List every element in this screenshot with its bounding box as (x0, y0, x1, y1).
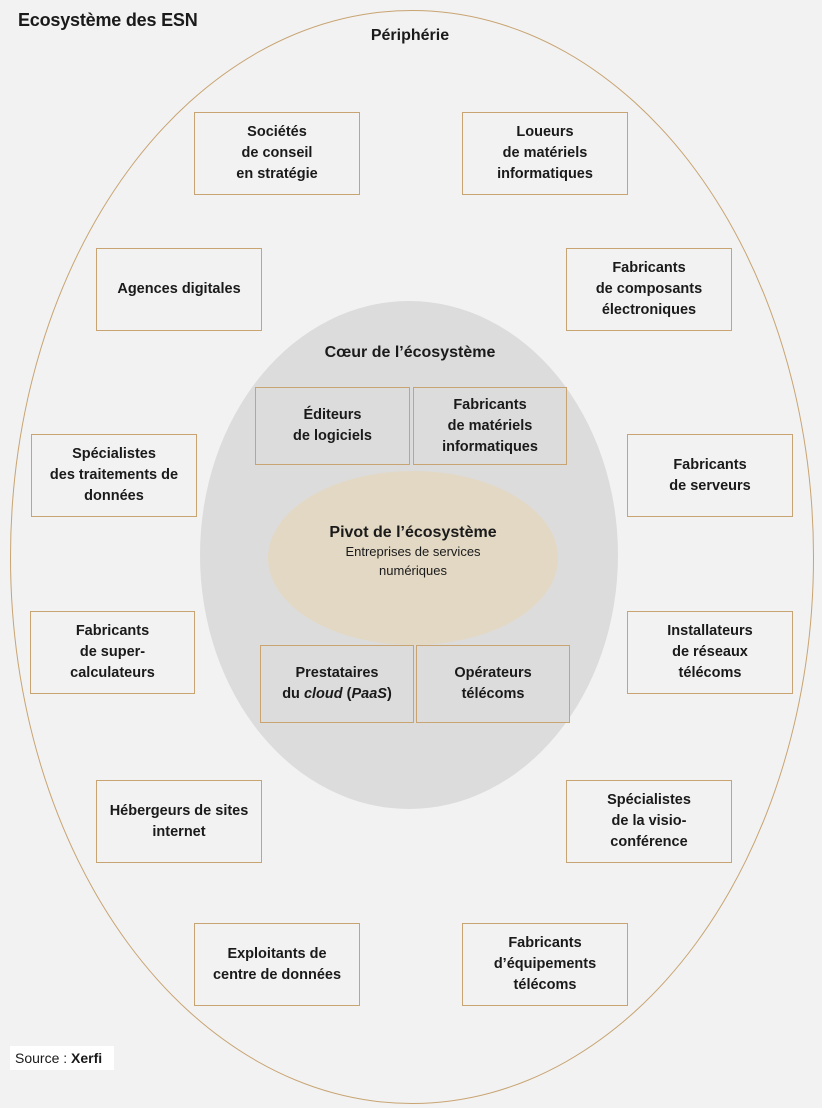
diagram-title: Ecosystème des ESN (18, 10, 198, 30)
periphery-box-loueurs: Loueurs de matériels informatiques (462, 112, 628, 195)
pivot-text: Pivot de l’écosystème Entreprises de ser… (268, 524, 558, 580)
core-box-materiels: Fabricants de matériels informatiques (413, 387, 567, 465)
periphery-ellipse (10, 10, 814, 1104)
prestataires-cloud: cloud (303, 686, 343, 702)
pivot-title: Pivot de l’écosystème (329, 524, 497, 541)
prestataires-suffix: ) (386, 686, 392, 702)
periphery-box-installateurs: Installateurs de réseaux télécoms (627, 611, 793, 694)
periphery-box-visio: Spécialistes de la visio- conférence (566, 780, 732, 863)
periphery-box-exploitants: Exploitants de centre de données (194, 923, 360, 1006)
core-box-operateurs: Opérateurs télécoms (416, 645, 570, 723)
source-prefix: Source : (15, 1050, 72, 1066)
prestataires-prefix: Prestataires du (282, 665, 379, 702)
periphery-box-equipements: Fabricants d’équipements télécoms (462, 923, 628, 1006)
prestataires-text: Prestataires du cloud (PaaS) (282, 663, 392, 705)
core-label: Cœur de l’écosystème (324, 344, 496, 361)
periphery-box-serveurs: Fabricants de serveurs (627, 434, 793, 517)
prestataires-paas: PaaS (351, 686, 387, 702)
pivot-subtitle: Entreprises de services numériques (345, 544, 481, 578)
core-box-prestataires: Prestataires du cloud (PaaS) (260, 645, 414, 723)
periphery-label: Périphérie (370, 27, 450, 44)
periphery-box-agences: Agences digitales (96, 248, 262, 331)
source-note: Source : Xerfi (10, 1046, 114, 1070)
periphery-box-composants: Fabricants de composants électroniques (566, 248, 732, 331)
periphery-box-conseil: Sociétés de conseil en stratégie (194, 112, 360, 195)
source-name: Xerfi (71, 1050, 103, 1066)
core-box-editeurs: Éditeurs de logiciels (255, 387, 410, 465)
pivot-ellipse (268, 471, 558, 645)
periphery-box-supercalculateurs: Fabricants de super- calculateurs (30, 611, 195, 694)
periphery-box-traitements: Spécialistes des traitements de données (31, 434, 197, 517)
prestataires-mid: ( (342, 686, 352, 702)
periphery-box-hebergeurs: Hébergeurs de sites internet (96, 780, 262, 863)
